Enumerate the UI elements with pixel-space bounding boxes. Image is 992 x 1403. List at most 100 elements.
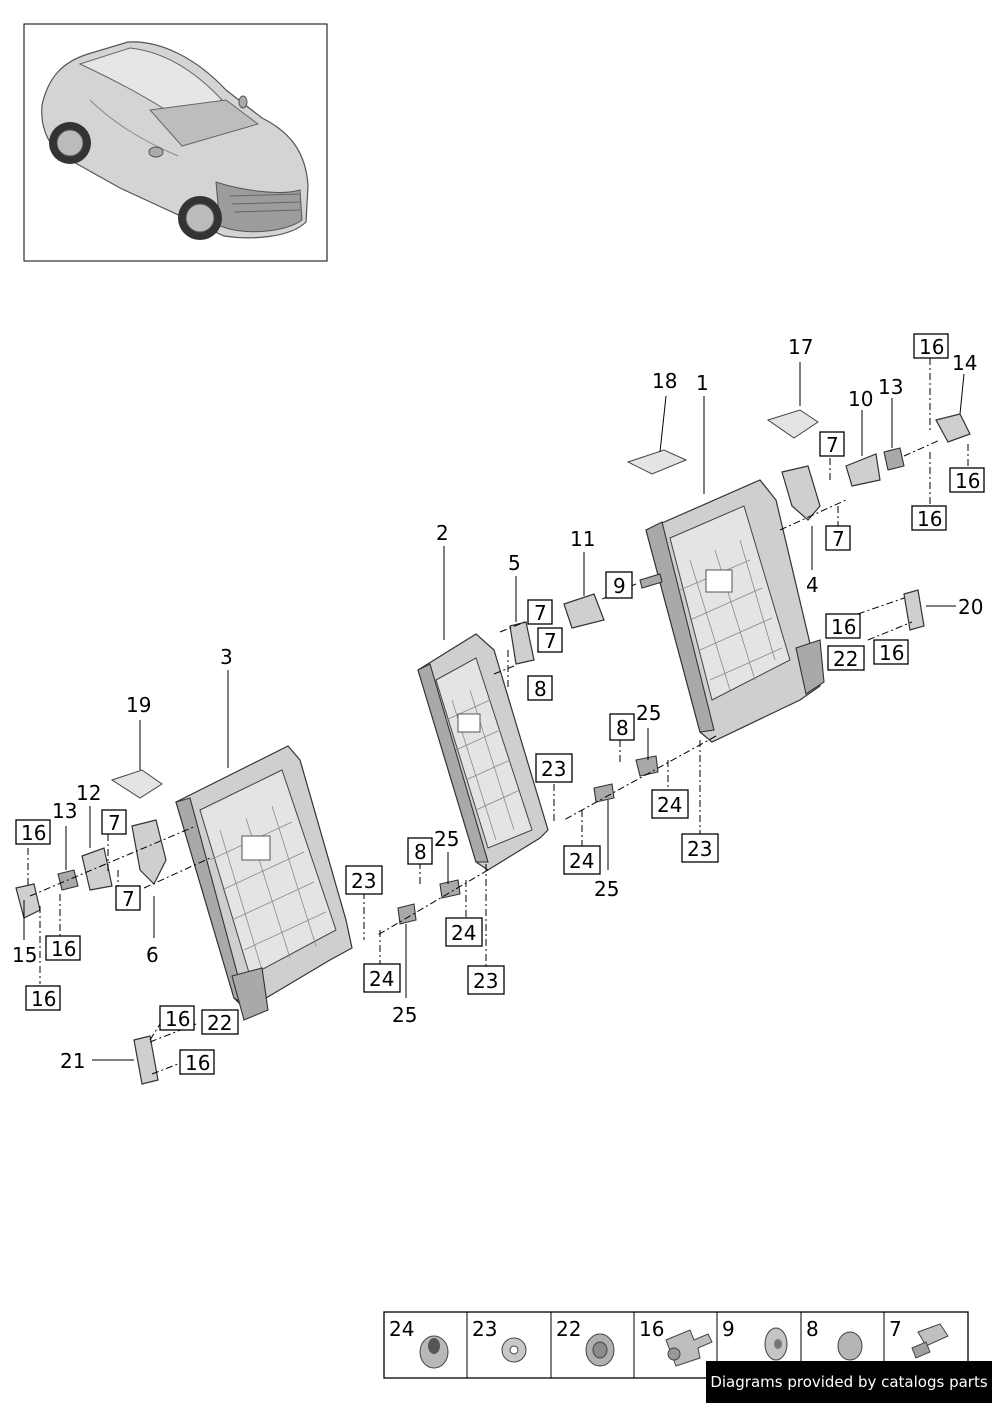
credit-banner: Diagrams provided by catalogs parts bbox=[706, 1361, 992, 1403]
boxed-callout-8: 8 bbox=[527, 675, 553, 701]
bracket-20 bbox=[903, 589, 925, 631]
small-parts bbox=[15, 409, 971, 1085]
svg-text:16: 16 bbox=[917, 507, 942, 531]
legend-part-7-screw bbox=[911, 1323, 949, 1359]
boxed-callout-16: 16 bbox=[873, 639, 909, 665]
legend-label-22: 22 bbox=[556, 1317, 581, 1341]
callout-20: 20 bbox=[958, 595, 983, 619]
bracket-10 bbox=[845, 453, 881, 487]
callout-6: 6 bbox=[146, 943, 159, 967]
trim-cover-19 bbox=[110, 769, 163, 799]
callout-19: 19 bbox=[126, 693, 151, 717]
boxed-callout-16: 16 bbox=[913, 333, 949, 359]
car-illustration bbox=[41, 41, 309, 240]
svg-text:16: 16 bbox=[919, 335, 944, 359]
callout-11: 11 bbox=[570, 527, 595, 551]
backrest-frame-2 bbox=[417, 633, 549, 871]
bracket-12 bbox=[81, 847, 113, 891]
backrest-frame-3 bbox=[175, 745, 353, 1021]
legend-part-9-washer bbox=[764, 1327, 788, 1361]
boxed-callout-16: 16 bbox=[15, 819, 51, 845]
svg-text:24: 24 bbox=[569, 849, 594, 873]
legend-part-24-nut bbox=[419, 1335, 449, 1369]
callout-25-a: 25 bbox=[636, 701, 661, 725]
hinge-5 bbox=[509, 621, 535, 665]
svg-text:7: 7 bbox=[544, 629, 557, 653]
vehicle-thumbnail bbox=[23, 23, 328, 262]
svg-text:7: 7 bbox=[534, 601, 547, 625]
callout-4: 4 bbox=[806, 573, 819, 597]
boxed-callout-22: 22 bbox=[827, 645, 865, 671]
svg-text:23: 23 bbox=[687, 837, 712, 861]
legend-label-24: 24 bbox=[389, 1317, 414, 1341]
svg-text:16: 16 bbox=[955, 469, 980, 493]
boxed-callout-23: 23 bbox=[681, 833, 719, 863]
bracket-21 bbox=[133, 1035, 159, 1085]
svg-text:24: 24 bbox=[657, 793, 682, 817]
svg-text:24: 24 bbox=[369, 967, 394, 991]
bolt-25b bbox=[593, 783, 615, 803]
svg-text:8: 8 bbox=[534, 677, 547, 701]
callout-13-left: 13 bbox=[52, 799, 77, 823]
svg-text:23: 23 bbox=[473, 969, 498, 993]
svg-text:8: 8 bbox=[616, 716, 629, 740]
callout-21: 21 bbox=[60, 1049, 85, 1073]
boxed-callouts: 16 16 16 16 16 16 16 16 16 16 7 7 7 7 7 … bbox=[15, 333, 985, 1075]
svg-text:22: 22 bbox=[207, 1011, 232, 1035]
boxed-callout-16: 16 bbox=[159, 1005, 195, 1031]
svg-text:23: 23 bbox=[541, 757, 566, 781]
callout-15: 15 bbox=[12, 943, 37, 967]
svg-text:9: 9 bbox=[613, 574, 626, 598]
legend-part-8-clip bbox=[837, 1331, 863, 1361]
boxed-callout-8: 8 bbox=[407, 837, 433, 865]
svg-text:16: 16 bbox=[831, 615, 856, 639]
boxed-callout-7: 7 bbox=[115, 885, 141, 911]
backrest-frame-1 bbox=[645, 479, 825, 743]
latch-14 bbox=[935, 413, 971, 443]
boxed-callout-16: 16 bbox=[949, 467, 985, 493]
callouts: 1 2 3 4 5 6 10 11 12 13 13 14 15 17 18 1… bbox=[12, 335, 983, 1073]
callout-17: 17 bbox=[788, 335, 813, 359]
boxed-callout-7: 7 bbox=[819, 431, 845, 457]
boxed-callout-8: 8 bbox=[609, 713, 635, 741]
boxed-callout-7: 7 bbox=[537, 627, 563, 653]
bolt-25d bbox=[397, 903, 417, 925]
boxed-callout-16: 16 bbox=[25, 985, 61, 1011]
svg-text:16: 16 bbox=[31, 987, 56, 1011]
svg-text:7: 7 bbox=[108, 811, 121, 835]
trim-cover-17 bbox=[766, 409, 819, 439]
hinge-6 bbox=[131, 819, 167, 886]
callout-3: 3 bbox=[220, 645, 233, 669]
svg-text:22: 22 bbox=[833, 647, 858, 671]
callout-2: 2 bbox=[436, 521, 449, 545]
boxed-callout-24: 24 bbox=[363, 963, 401, 993]
hinge-4 bbox=[781, 465, 821, 521]
callout-1: 1 bbox=[696, 371, 709, 395]
latch-15 bbox=[15, 883, 41, 919]
callout-25-b: 25 bbox=[594, 877, 619, 901]
boxed-callout-16: 16 bbox=[911, 505, 947, 531]
bolt-25a bbox=[635, 755, 659, 777]
bolt-9 bbox=[639, 573, 663, 589]
boxed-callout-7: 7 bbox=[101, 809, 127, 835]
boxed-callout-23: 23 bbox=[345, 865, 383, 895]
legend-label-7: 7 bbox=[889, 1317, 902, 1341]
svg-text:24: 24 bbox=[451, 921, 476, 945]
svg-text:16: 16 bbox=[165, 1007, 190, 1031]
bracket-11 bbox=[563, 593, 605, 629]
legend-label-9: 9 bbox=[722, 1317, 735, 1341]
legend-label-16: 16 bbox=[639, 1317, 664, 1341]
boxed-callout-16: 16 bbox=[825, 613, 861, 639]
boxed-callout-16: 16 bbox=[45, 935, 81, 961]
svg-text:16: 16 bbox=[185, 1051, 210, 1075]
svg-text:16: 16 bbox=[879, 641, 904, 665]
trim-cover-18 bbox=[626, 449, 688, 475]
legend-part-23-washer bbox=[501, 1337, 527, 1363]
svg-text:16: 16 bbox=[21, 821, 46, 845]
bolt-25c bbox=[439, 879, 461, 899]
svg-text:23: 23 bbox=[351, 869, 376, 893]
callout-12: 12 bbox=[76, 781, 101, 805]
callout-10: 10 bbox=[848, 387, 873, 411]
legend-part-16-bolt bbox=[665, 1329, 713, 1367]
